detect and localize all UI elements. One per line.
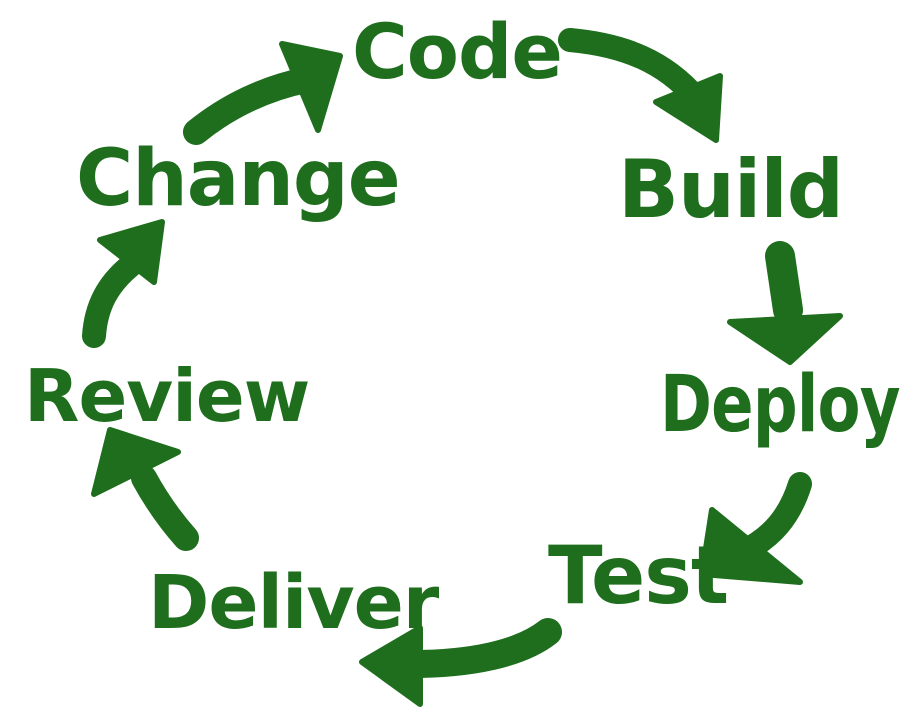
arrow-change-to-code xyxy=(183,41,343,145)
arrow-deliver-to-review xyxy=(91,427,199,551)
step-deploy-label: Deploy xyxy=(660,360,901,450)
arrow-review-to-change xyxy=(82,219,165,348)
step-review-label: Review xyxy=(24,354,310,438)
step-test-label: Test xyxy=(548,529,729,622)
step-code-label: Code xyxy=(352,7,563,96)
arrow-deploy-to-test xyxy=(699,472,812,585)
arrow-build-to-deploy xyxy=(727,241,843,365)
step-build-label: Build xyxy=(618,143,844,236)
step-deliver-label: Deliver xyxy=(148,560,439,646)
arrow-code-to-build xyxy=(558,28,723,143)
step-change-label: Change xyxy=(76,134,401,224)
arrow-test-to-deliver xyxy=(359,618,562,707)
